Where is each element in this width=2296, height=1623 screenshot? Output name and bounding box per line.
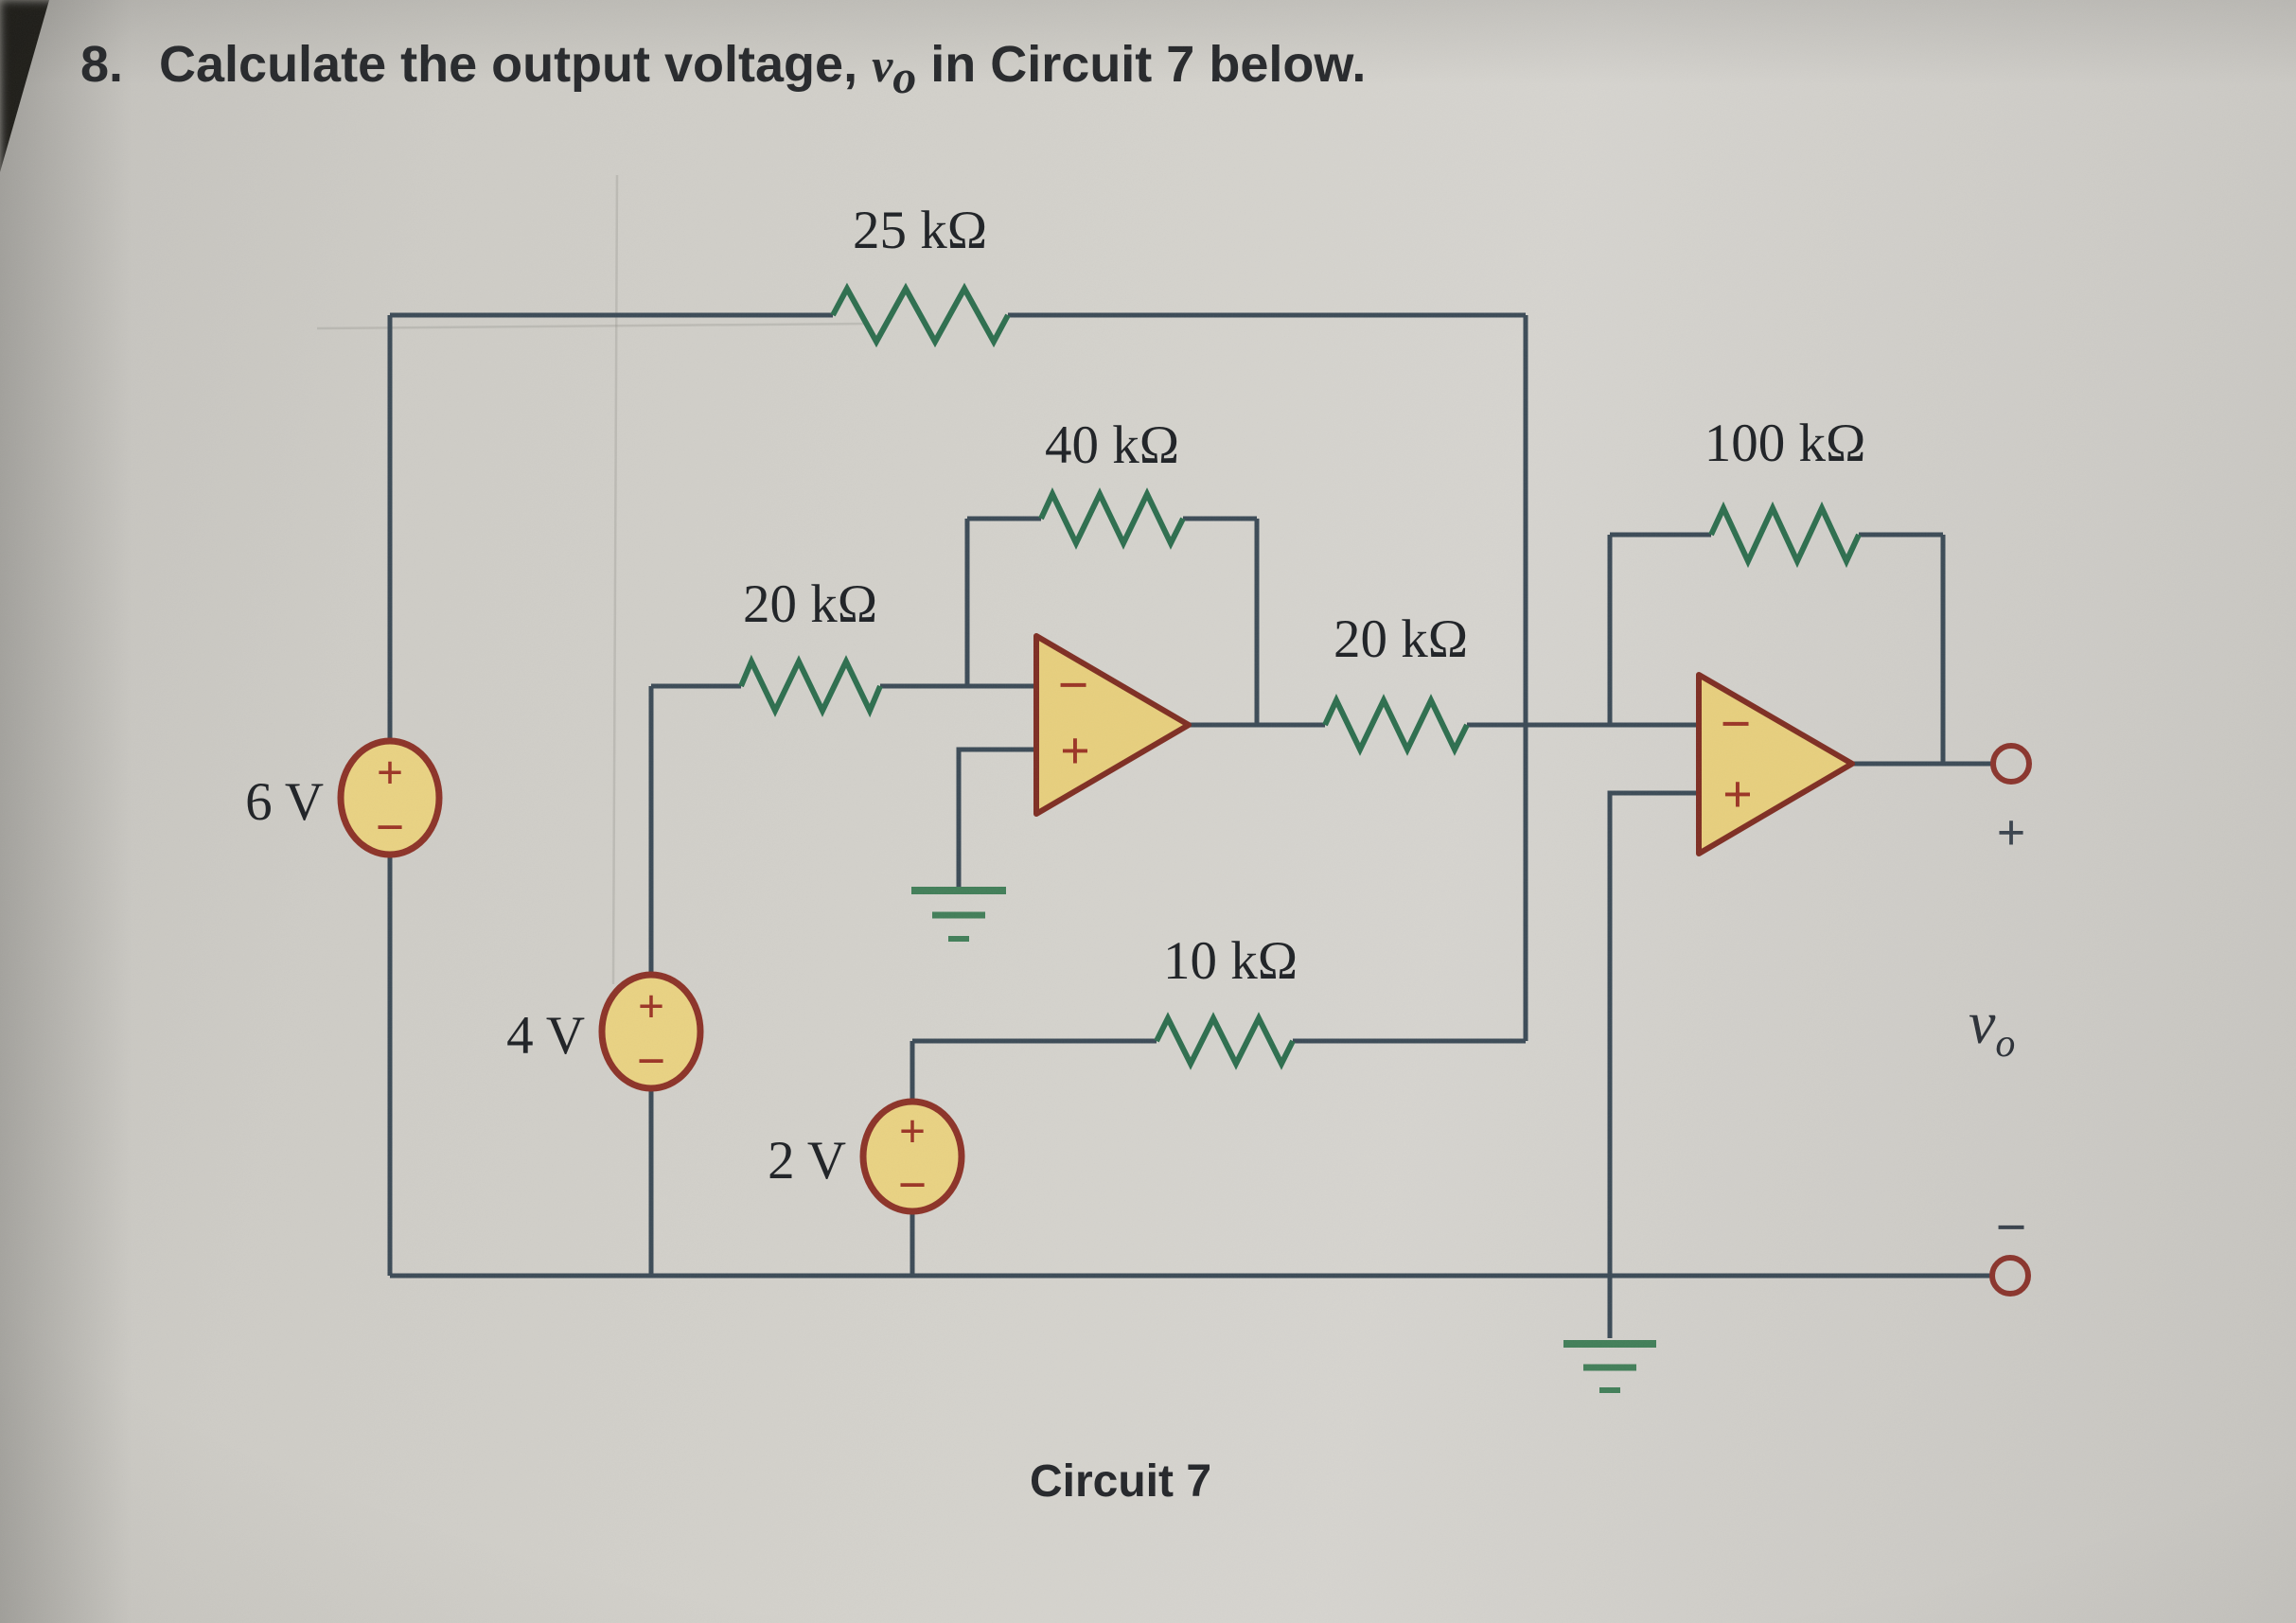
scanned-worksheet-page: − + − + + − 6 V + − 4 V + − 2 V 25 kΩ [0,0,2296,1623]
paper-grain [0,0,2296,1623]
circuit-diagram: − + − + + − 6 V + − 4 V + − 2 V 25 kΩ [0,0,2296,1623]
